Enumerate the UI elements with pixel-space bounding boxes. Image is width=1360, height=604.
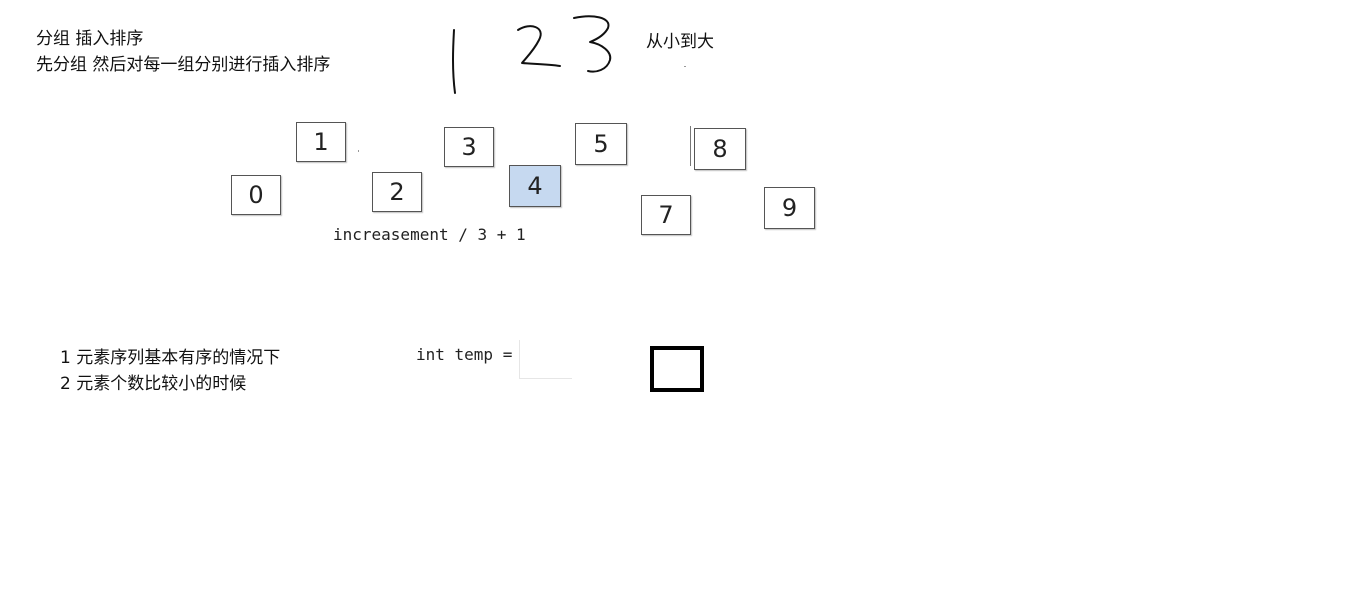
number-box-1: 1 [296, 122, 346, 162]
stray-mark [358, 150, 359, 152]
temp-value-box [519, 340, 572, 379]
number-box-7: 7 [641, 195, 691, 235]
number-box-8: 8 [694, 128, 746, 170]
note-description: 先分组 然后对每一组分别进行插入排序 [36, 55, 331, 75]
note-title: 分组 插入排序 [36, 29, 144, 49]
number-box-9: 9 [764, 187, 815, 229]
handwritten-three [573, 15, 612, 73]
handwritten-two [517, 25, 561, 67]
sort-order-note: 从小到大 [646, 32, 714, 52]
temp-declaration: int temp = [416, 345, 513, 364]
handwritten-one [452, 29, 456, 94]
increment-formula: increasement / 3 + 1 [333, 225, 526, 244]
condition-1: 1 元素序列基本有序的情况下 [60, 348, 281, 368]
number-box-3: 3 [444, 127, 494, 167]
number-box-2: 2 [372, 172, 422, 212]
number-box-0: 0 [231, 175, 281, 215]
condition-2: 2 元素个数比较小的时候 [60, 374, 247, 394]
temp-square [650, 346, 704, 392]
cursor-line [690, 126, 691, 166]
number-box-5: 5 [575, 123, 627, 165]
stray-dot [684, 66, 686, 67]
number-box-4: 4 [509, 165, 561, 207]
